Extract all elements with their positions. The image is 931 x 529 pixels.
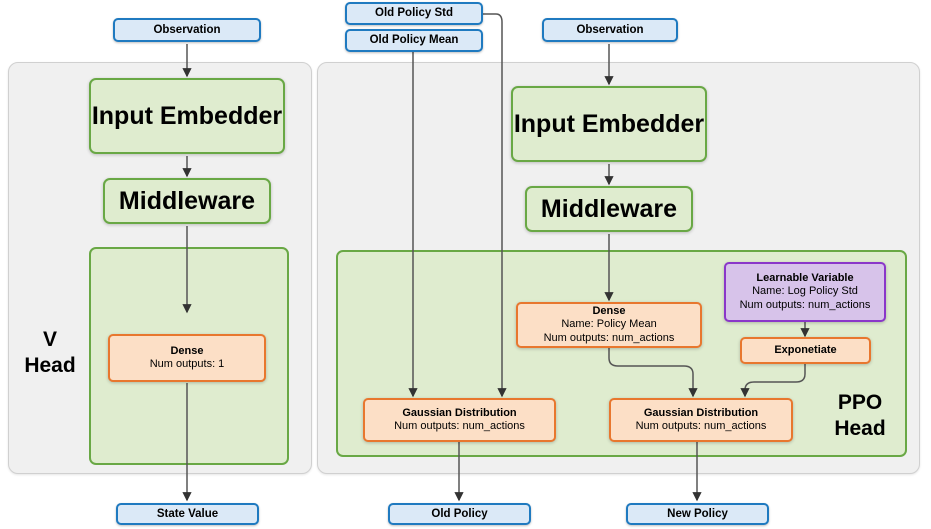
policy-mean-dense-node[interactable]: Dense Name: Policy Mean Num outputs: num… xyxy=(516,302,702,348)
learnable-variable-title: Learnable Variable xyxy=(756,271,854,284)
old-policy-mean-label: Old Policy Mean xyxy=(369,34,459,47)
state-value-label: State Value xyxy=(156,507,219,520)
right-middleware-label: Middleware xyxy=(540,194,678,223)
gaussian-distribution-new-node[interactable]: Gaussian Distribution Num outputs: num_a… xyxy=(609,398,793,442)
right-observation-label: Observation xyxy=(576,23,644,36)
new-policy-output-label: New Policy xyxy=(667,507,728,520)
ppo-head-label: PPO Head xyxy=(812,390,908,443)
old-policy-output-node[interactable]: Old Policy xyxy=(388,503,531,525)
left-dense-title: Dense xyxy=(170,344,204,357)
learnable-variable-num-outputs: Num outputs: num_actions xyxy=(739,298,871,311)
gaussian-old-num-outputs: Num outputs: num_actions xyxy=(394,420,525,432)
learnable-variable-name: Name: Log Policy Std xyxy=(752,285,858,298)
right-middleware-node[interactable]: Middleware xyxy=(525,186,693,232)
new-policy-output-node[interactable]: New Policy xyxy=(626,503,769,525)
old-policy-mean-node[interactable]: Old Policy Mean xyxy=(345,29,483,52)
left-input-embedder-node[interactable]: Input Embedder xyxy=(89,78,285,154)
old-policy-std-label: Old Policy Std xyxy=(375,7,453,20)
policy-mean-dense-name: Name: Policy Mean xyxy=(561,318,657,331)
gaussian-new-title: Gaussian Distribution xyxy=(643,406,759,419)
right-observation-node[interactable]: Observation xyxy=(542,18,678,42)
left-middleware-label: Middleware xyxy=(118,186,256,215)
gaussian-old-title: Gaussian Distribution xyxy=(402,406,517,419)
right-input-embedder-label: Input Embedder xyxy=(513,109,705,138)
old-policy-output-label: Old Policy xyxy=(431,507,488,520)
ppo-head-label-line1: PPO xyxy=(837,391,883,414)
left-observation-label: Observation xyxy=(153,23,221,36)
old-policy-std-node[interactable]: Old Policy Std xyxy=(345,2,483,25)
exponentiate-title: Exponetiate xyxy=(774,343,837,356)
left-middleware-node[interactable]: Middleware xyxy=(103,178,271,224)
exponentiate-node[interactable]: Exponetiate xyxy=(740,337,871,364)
v-head-label: V Head xyxy=(14,327,86,380)
right-input-embedder-node[interactable]: Input Embedder xyxy=(511,86,707,162)
state-value-node[interactable]: State Value xyxy=(116,503,259,525)
gaussian-new-num-outputs: Num outputs: num_actions xyxy=(635,420,767,432)
left-dense-num-outputs: Num outputs: 1 xyxy=(149,358,225,370)
ppo-head-label-line2: Head xyxy=(834,417,886,441)
gaussian-distribution-old-node[interactable]: Gaussian Distribution Num outputs: num_a… xyxy=(363,398,556,442)
policy-mean-dense-title: Dense xyxy=(592,304,626,317)
policy-mean-dense-num-outputs: Num outputs: num_actions xyxy=(543,331,675,344)
left-input-embedder-label: Input Embedder xyxy=(91,101,283,130)
v-head-label-line2: Head xyxy=(24,354,76,378)
v-head-label-line1: V xyxy=(42,328,57,351)
left-dense-node[interactable]: Dense Num outputs: 1 xyxy=(108,334,266,382)
left-observation-node[interactable]: Observation xyxy=(113,18,261,42)
learnable-variable-node[interactable]: Learnable Variable Name: Log Policy Std … xyxy=(724,262,886,322)
